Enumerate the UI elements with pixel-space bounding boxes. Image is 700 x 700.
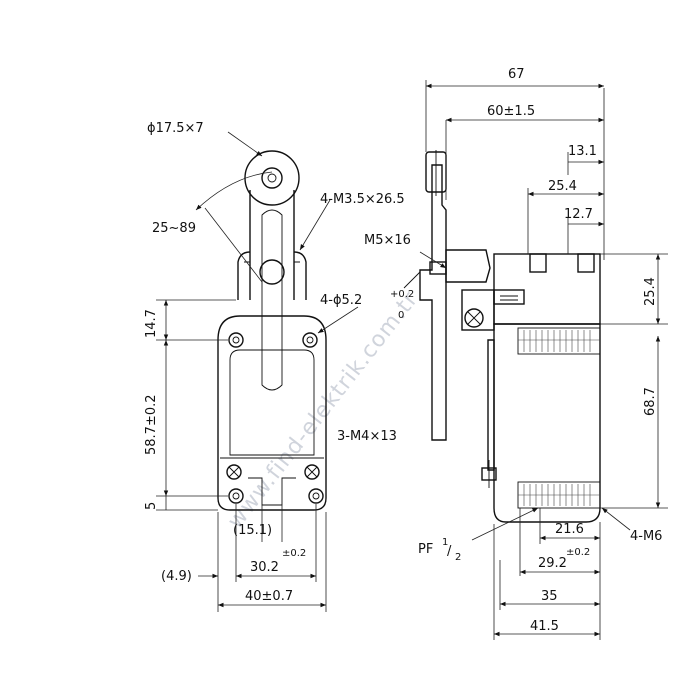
dim-29-2-tol: ±0.2 [566, 547, 590, 558]
front-view: 25~89 ϕ17.5×7 4-M3.5×26.5 4-ϕ5.2 +0.2 0 … [144, 121, 414, 612]
mount-hole [228, 488, 244, 504]
side-screws-label: 4-M6 [630, 529, 662, 544]
dim-29-2: 29.2 [538, 556, 567, 571]
lever-thread-label: M5×16 [364, 233, 411, 248]
dim-13-1: 13.1 [568, 144, 597, 159]
side-view: M5×16 67 60±1.5 13.1 [364, 67, 668, 640]
conduit-num: 1 [442, 537, 448, 548]
side-head [493, 253, 601, 325]
mount-hole [228, 332, 244, 348]
dim-60: 60±1.5 [487, 104, 535, 119]
conduit-den: 2 [455, 552, 461, 563]
side-lever [419, 164, 447, 441]
body-screw-label: 3-M4×13 [337, 429, 397, 444]
svg-text:/: / [447, 544, 452, 559]
thread-top [517, 327, 601, 355]
dim-21-6: 21.6 [555, 522, 584, 537]
lever-screw-label: 4-M3.5×26.5 [320, 192, 405, 207]
switch-body [217, 315, 327, 511]
switch-head [237, 251, 307, 300]
thread-bottom [517, 481, 601, 509]
side-body [493, 323, 601, 523]
roller [244, 150, 300, 206]
dim-30-2-tol: ±0.2 [282, 548, 306, 559]
dim-58-7: 58.7±0.2 [144, 394, 159, 455]
dim-25-4-top: 25.4 [548, 179, 577, 194]
dim-4-9: (4.9) [161, 569, 192, 584]
dim-12-7: 12.7 [564, 207, 593, 222]
conduit-label: PF [418, 542, 433, 557]
mount-hole-tol-minus: 0 [398, 310, 404, 321]
mount-hole-label: 4-ϕ5.2 [320, 293, 362, 308]
dim-35: 35 [541, 589, 558, 604]
lever-arm [249, 190, 295, 300]
roller-dim-label: ϕ17.5×7 [147, 121, 204, 136]
dim-67: 67 [508, 67, 525, 82]
angle-label: 25~89 [152, 221, 196, 236]
dim-30-2: 30.2 [250, 560, 279, 575]
dim-40: 40±0.7 [245, 589, 293, 604]
mount-hole [302, 332, 318, 348]
dim-68-7: 68.7 [643, 387, 658, 416]
mount-hole [308, 488, 324, 504]
dim-25-4-right: 25.4 [643, 277, 658, 306]
dim-15-1: (15.1) [233, 523, 272, 538]
dim-5: 5 [144, 502, 159, 510]
dim-41-5: 41.5 [530, 619, 559, 634]
dim-14-7: 14.7 [144, 309, 159, 338]
mount-hole-tol-plus: +0.2 [390, 289, 414, 300]
